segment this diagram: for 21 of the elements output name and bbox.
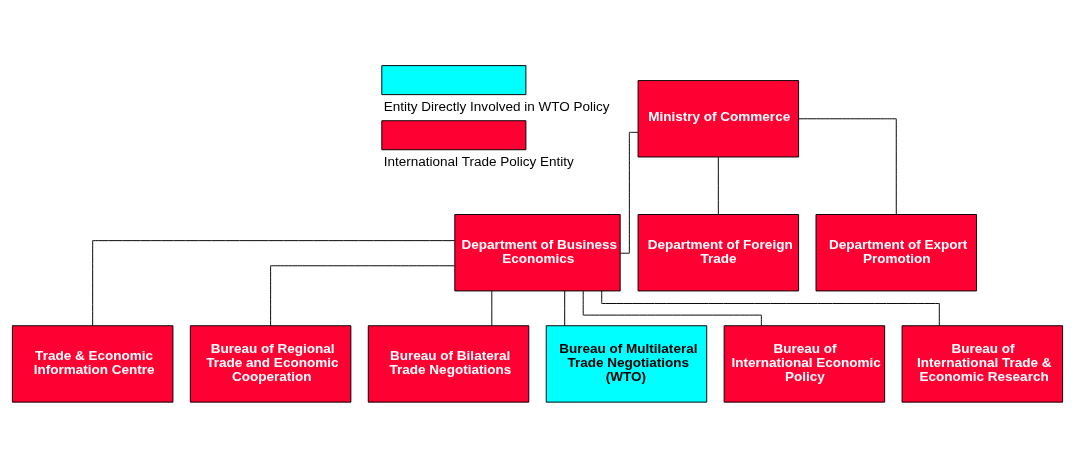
connector <box>582 290 762 326</box>
connector <box>798 117 897 215</box>
legend-label: International Trade Policy Entity <box>383 153 574 169</box>
connector <box>270 264 455 326</box>
node-box: Trade & Economic Information Centre <box>11 324 174 403</box>
connector <box>92 239 456 326</box>
node-box: Department of Foreign Trade <box>637 213 800 291</box>
connector <box>619 131 639 254</box>
node-box: Bureau of Regional Trade and Economic Cooperation <box>189 324 352 403</box>
node-box: Department of Business Economics <box>454 213 621 291</box>
connector <box>601 289 940 326</box>
connector <box>717 156 719 215</box>
node-box: Department of Export Promotion <box>815 213 977 291</box>
connector <box>491 290 493 326</box>
node-box: Bureau of International Trade & Economic Research <box>901 324 1064 403</box>
legend-label: Entity Directly Involved in WTO Policy <box>383 98 610 114</box>
node-box: Bureau of International Economic Policy <box>723 324 886 403</box>
node-box: Bureau of Multilateral Trade Negotiations (WTO) <box>545 324 708 403</box>
node-box: Ministry of Commerce <box>637 79 800 157</box>
connector <box>564 290 566 326</box>
node-box: Bureau of Bilateral Trade Negotiations <box>367 324 530 403</box>
